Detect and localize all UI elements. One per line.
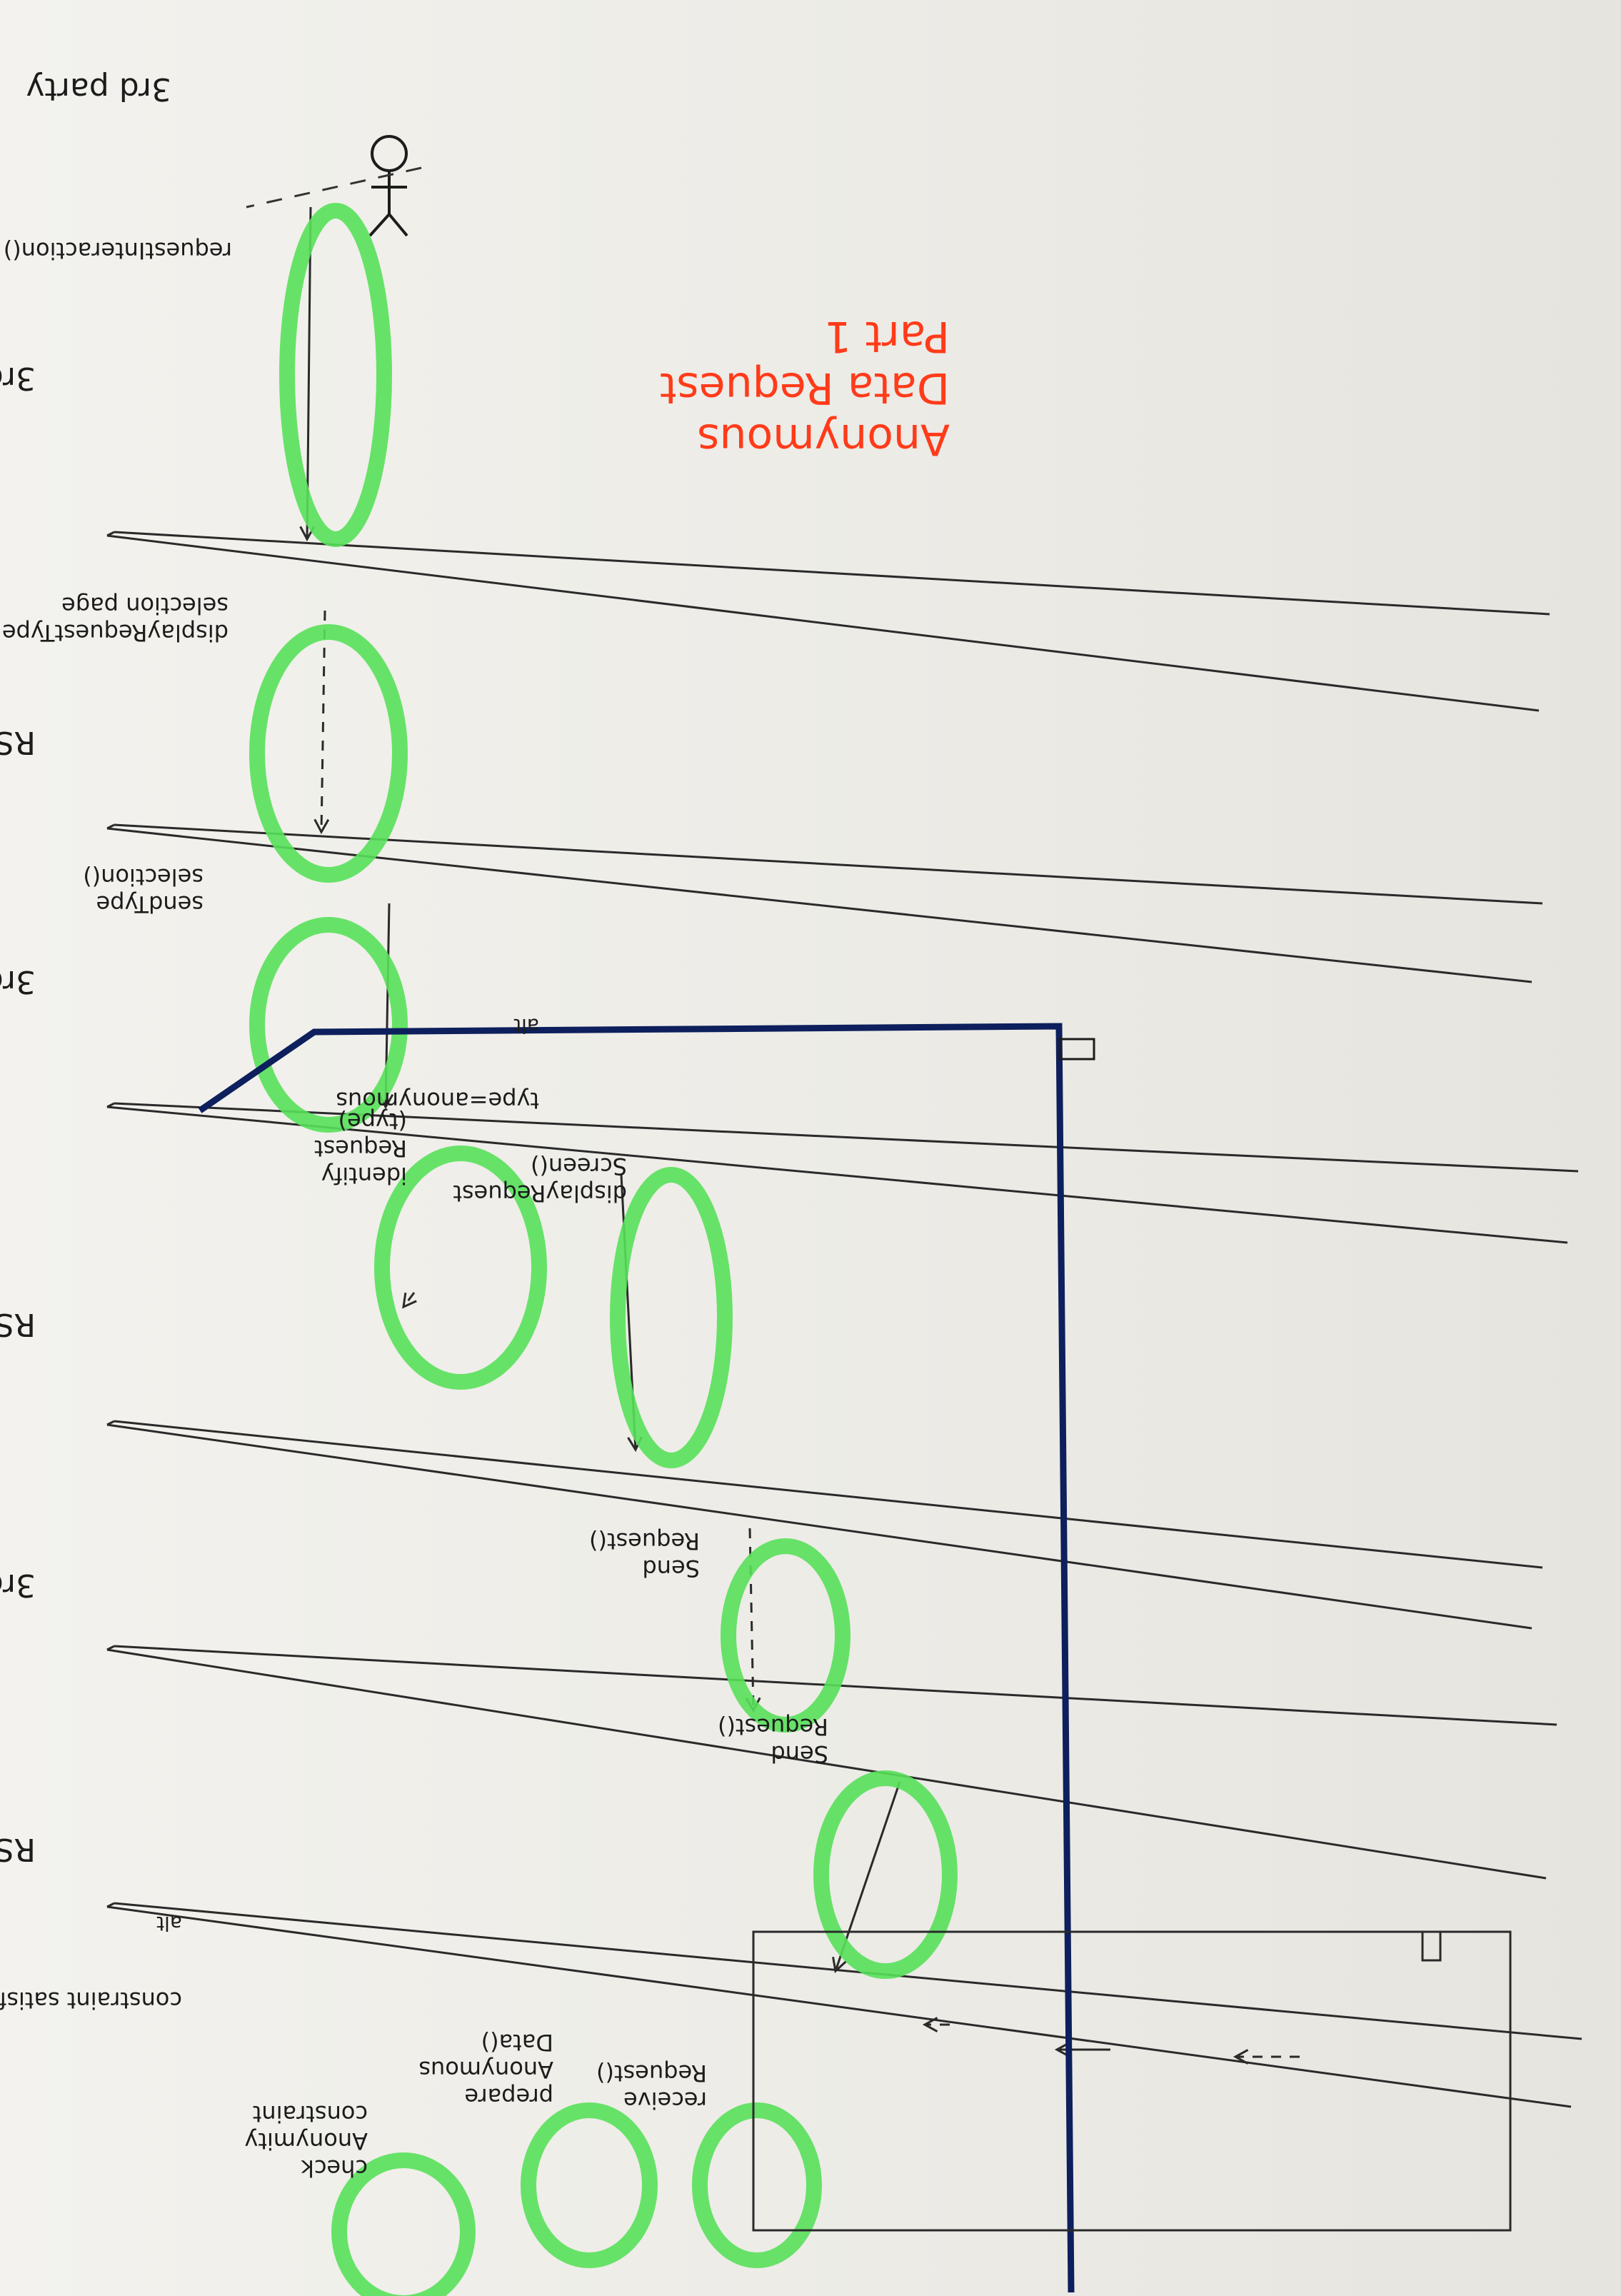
arrowhead-7 [832, 1957, 847, 1973]
alt-frame-constraint [752, 1930, 1512, 2232]
arrowhead-2 [313, 818, 330, 835]
lifeline-bar-4 [106, 1423, 1532, 1630]
msg-display-request-screen: displayRequest Screen() [453, 1153, 627, 1207]
lifeline-bar-cap-6 [106, 1902, 115, 1908]
lifeline-bar-cap-4 [106, 1420, 115, 1426]
msg-send-request-2: Send Request() [718, 1713, 828, 1768]
message-arrow-4 [402, 1292, 416, 1308]
highlight-ellipse-1 [279, 203, 392, 547]
title-line-2: Data Request [659, 363, 950, 413]
arrowhead-8 [922, 2017, 938, 2032]
lifeline-label-4: RS : 3rd [0, 1306, 36, 1343]
lifeline-label-1: 3rd party : RequestService [0, 360, 36, 396]
msg-send-request-1: Send Request() [589, 1528, 700, 1582]
msg-receive-request: receive Request() [596, 2060, 707, 2114]
stick-figure-icon [368, 135, 408, 237]
msg-send-type-selection: sendType selection() [83, 863, 204, 918]
msg-identify-request: identify Request (type) [314, 1108, 407, 1189]
actor-label: 3rd party [26, 71, 172, 107]
lifeline-bar-2 [114, 823, 1543, 905]
msg-display-request-type: displayRequestType selection page [1, 592, 229, 646]
alt-guard-1: type=anonymous [336, 1087, 539, 1114]
diagram-title: Anonymous Data Request Part 1 [660, 311, 950, 465]
lifeline-label-6: RS : DS [0, 1831, 36, 1868]
lifeline-bar-1 [106, 534, 1540, 712]
lifeline-bar-4 [114, 1420, 1543, 1569]
arrowhead-4 [402, 1292, 417, 1309]
message-arrow-1 [306, 206, 312, 540]
highlight-ellipse-6 [721, 1538, 850, 1733]
lifeline-bar-3 [106, 1106, 1568, 1244]
message-arrow-6 [748, 1528, 755, 1711]
lifeline-bar-6 [114, 1902, 1582, 2040]
msg-request-interaction: requestInteraction() [3, 237, 232, 264]
highlight-ellipse-4 [374, 1146, 547, 1390]
lifeline-bar-5 [106, 1648, 1547, 1880]
highlight-ellipse-3 [249, 917, 408, 1133]
actor-lifeline [246, 166, 422, 209]
arrowhead-10 [1233, 2049, 1249, 2065]
highlight-ellipse-7 [813, 1770, 958, 1979]
title-line-1: Anonymous [697, 414, 950, 465]
highlight-ellipse-10 [331, 2152, 476, 2296]
lifeline-bars [106, 531, 1582, 2108]
lifeline-bar-cap-5 [106, 1645, 115, 1651]
msg-check-anonymity: check Anonymity constraint [244, 2100, 368, 2182]
lifeline-bar-2 [106, 827, 1532, 983]
lifeline-bar-6 [106, 1905, 1572, 2108]
alt-frame-type-anonymous [198, 1023, 1095, 2293]
lifeline-bar-cap-2 [106, 823, 115, 830]
highlight-ellipse-9 [521, 2102, 658, 2268]
lifeline-label-3: 3rd : RS [0, 963, 36, 1000]
arrowhead-9 [1054, 2042, 1070, 2057]
message-arrow-2 [320, 610, 326, 833]
highlight-ellipse-5 [610, 1167, 733, 1468]
lifeline-bar-cap-3 [106, 1102, 115, 1108]
lifeline-bar-cap-1 [106, 531, 115, 537]
highlight-ellipse-8 [692, 2102, 822, 2268]
message-highlights [249, 203, 958, 2296]
msg-prepare-anonymous-data: prepare Anonymous Data() [418, 2029, 553, 2110]
alt-tag-1: alt [513, 1014, 539, 1038]
title-line-3: Part 1 [824, 311, 950, 362]
lifeline-label-2: RS : 3rd [0, 724, 36, 761]
lifeline-label-5: 3rd : RS [0, 1567, 36, 1603]
alt-tag-2: alt [156, 1912, 182, 1935]
alt-guard-2: constraint satisfied [0, 1987, 182, 2014]
lifeline-bar-1 [114, 531, 1550, 616]
highlight-ellipse-2 [249, 624, 408, 883]
